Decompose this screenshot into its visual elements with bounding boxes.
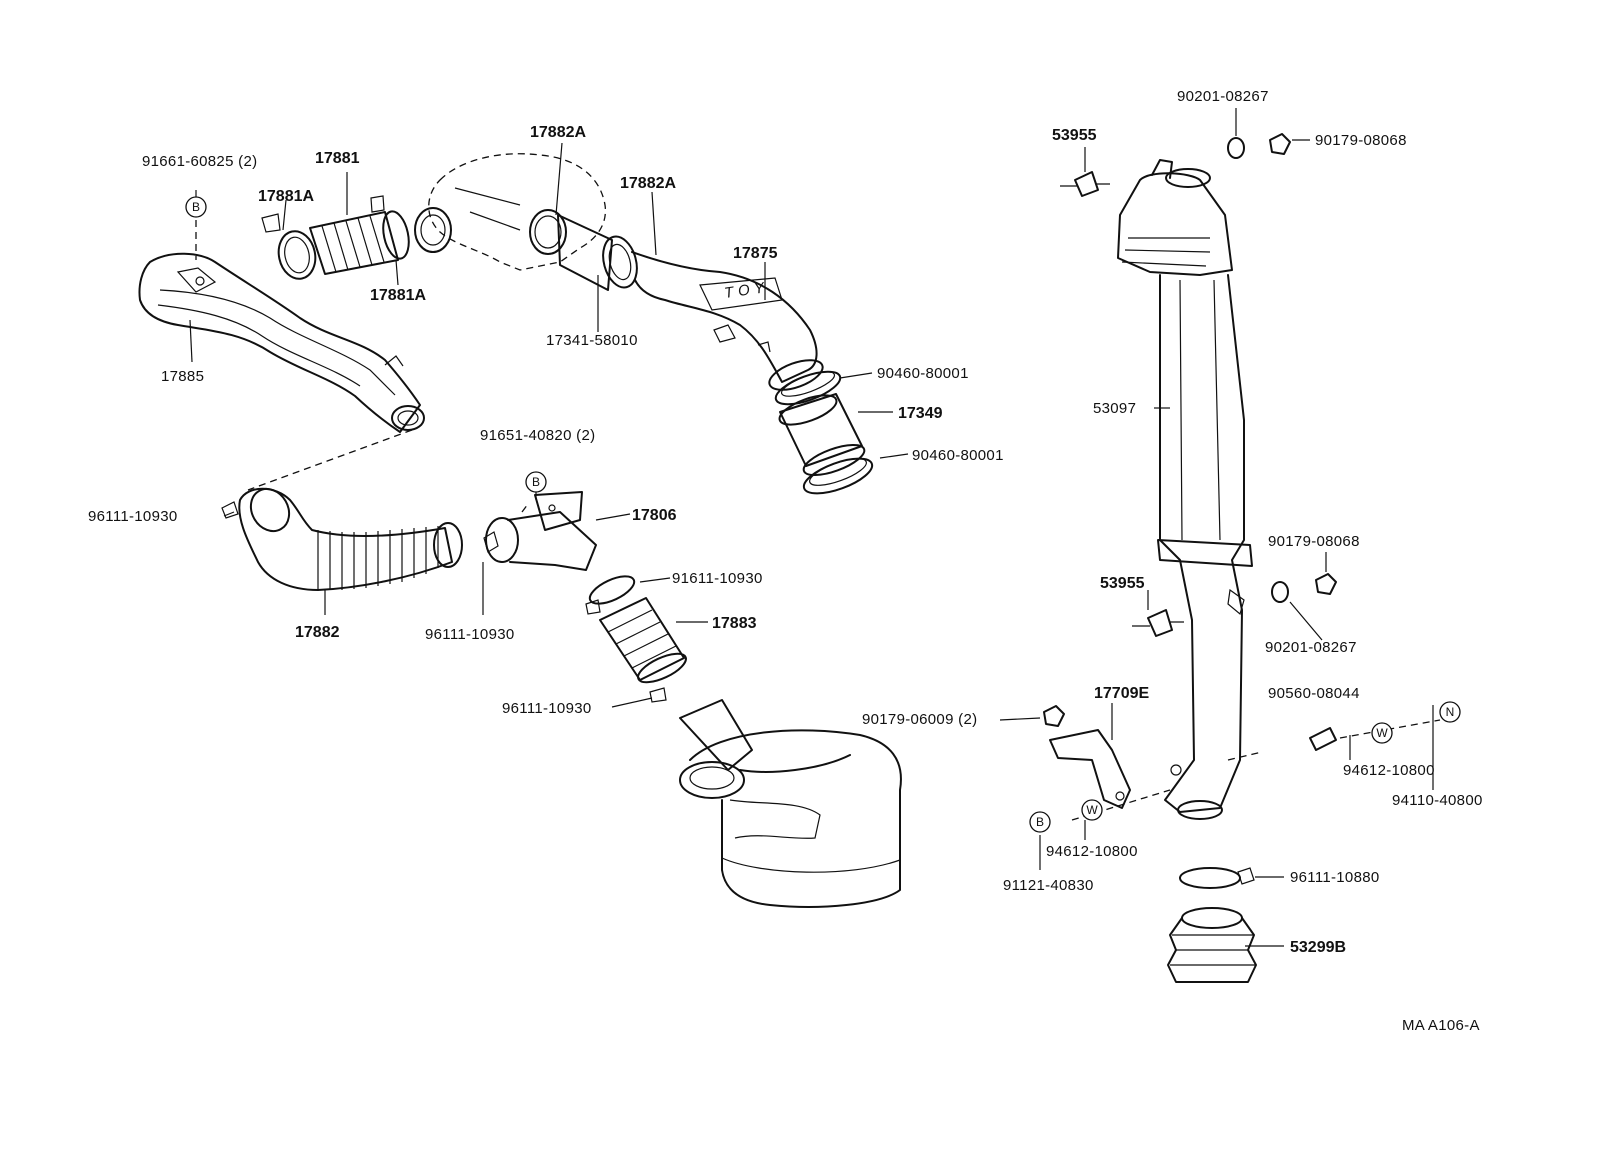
label-96111-10930-mid: 96111-10930 xyxy=(425,626,515,643)
part-air-cleaner xyxy=(679,699,902,908)
label-17883: 17883 xyxy=(712,615,757,632)
diagram-reference-code: MA A106-A xyxy=(1402,1017,1480,1034)
svg-text:B: B xyxy=(532,475,540,489)
label-91661-60825: 91661-60825 (2) xyxy=(142,153,257,170)
label-17882A-right: 17882A xyxy=(620,175,676,192)
label-53955-top: 53955 xyxy=(1052,127,1097,144)
marker-n-right: N xyxy=(1439,701,1461,723)
part-17881-bellows xyxy=(261,195,410,280)
label-53097: 53097 xyxy=(1093,400,1136,417)
part-17883-hose xyxy=(585,575,687,703)
leader-lines xyxy=(189,108,1434,947)
part-throttle-body xyxy=(414,153,607,271)
label-17875: 17875 xyxy=(733,245,778,262)
label-17885: 17885 xyxy=(161,368,204,385)
part-17885-intake-pipe xyxy=(138,252,425,433)
svg-text:W: W xyxy=(1086,803,1098,817)
label-90179-08068-mid: 90179-08068 xyxy=(1268,533,1360,550)
part-17806-fitting xyxy=(483,491,597,571)
label-90201-08267-mid: 90201-08267 xyxy=(1265,639,1357,656)
label-91121-40830: 91121-40830 xyxy=(1003,877,1094,894)
label-94110-40800: 94110-40800 xyxy=(1392,792,1483,809)
marker-b-center: B xyxy=(525,471,547,493)
label-17882A-top: 17882A xyxy=(530,124,586,141)
label-17341-58010: 17341-58010 xyxy=(546,332,638,349)
svg-text:N: N xyxy=(1446,705,1455,719)
label-17881A-top: 17881A xyxy=(258,188,314,205)
label-90460-80001-b: 90460-80001 xyxy=(912,447,1004,464)
label-96111-10930-low: 96111-10930 xyxy=(502,700,592,717)
svg-text:B: B xyxy=(1036,815,1044,829)
label-94612-10800-right: 94612-10800 xyxy=(1343,762,1435,779)
svg-text:W: W xyxy=(1376,726,1388,740)
fasteners xyxy=(1043,133,1337,751)
label-17881: 17881 xyxy=(315,150,360,167)
marker-w-bottom: W xyxy=(1081,799,1103,821)
part-17349-hose xyxy=(774,370,874,495)
label-90460-80001-a: 90460-80001 xyxy=(877,365,969,382)
label-91651-40820: 91651-40820 (2) xyxy=(480,427,595,444)
label-90201-08267-top: 90201-08267 xyxy=(1177,88,1269,105)
label-53955-mid: 53955 xyxy=(1100,575,1145,592)
marker-b-bottom: B xyxy=(1029,811,1051,833)
part-17709E-bracket xyxy=(1049,729,1131,809)
label-96111-10930-left: 96111-10930 xyxy=(88,508,178,525)
label-91611-10930: 91611-10930 xyxy=(672,570,763,587)
label-17709E: 17709E xyxy=(1094,685,1149,702)
label-17806: 17806 xyxy=(632,507,677,524)
part-53097-duct xyxy=(1117,159,1253,820)
label-90179-06009: 90179-06009 (2) xyxy=(862,711,977,728)
marker-w-right: W xyxy=(1371,722,1393,744)
label-94612-10800-low: 94612-10800 xyxy=(1046,843,1138,860)
svg-text:T O Y: T O Y xyxy=(723,279,766,302)
label-17881A-bottom: 17881A xyxy=(370,287,426,304)
label-90179-08068-top: 90179-08068 xyxy=(1315,132,1407,149)
label-96111-10880: 96111-10880 xyxy=(1290,869,1380,886)
part-53299B-bellows xyxy=(1167,867,1257,983)
part-17882-hose xyxy=(221,487,463,591)
label-17349: 17349 xyxy=(898,405,943,422)
marker-b-top-left: B xyxy=(185,196,207,218)
label-53299B: 53299B xyxy=(1290,939,1346,956)
label-90560-08044: 90560-08044 xyxy=(1268,685,1360,702)
svg-text:B: B xyxy=(192,200,200,214)
label-17882: 17882 xyxy=(295,624,340,641)
part-17341-58010-pipe: T O Y xyxy=(529,209,824,391)
